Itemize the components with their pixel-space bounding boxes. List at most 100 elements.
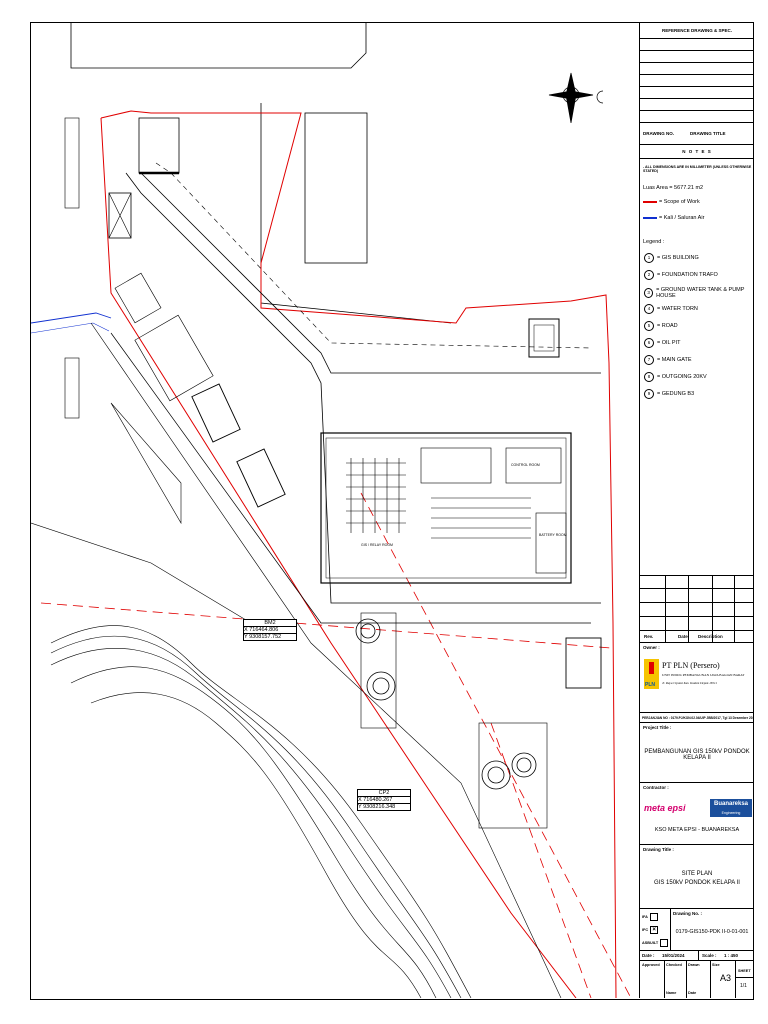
- owner-label: Owner :: [643, 645, 660, 650]
- legend-label: = GIS BUILDING: [657, 255, 699, 261]
- drawing-title-line-1: SITE PLAN: [681, 871, 713, 877]
- legend-number: 2: [644, 270, 654, 280]
- legend-label: = GEDUNG B3: [657, 391, 695, 397]
- legend-item: 4= WATER TORN: [644, 304, 698, 314]
- legend-label: = OIL PIT: [657, 340, 681, 346]
- owner-address: Jl. Raya Ciputat Kav. Kodam Depok 16511: [662, 681, 717, 685]
- title-block: REFERENCE DRAWING & SPEC. DRAWING NO. DR…: [639, 23, 754, 998]
- legend-item: 3= GROUND WATER TANK & PUMP HOUSE: [644, 287, 754, 299]
- legend-number: 6: [644, 338, 654, 348]
- legend-header: Legend :: [643, 239, 665, 245]
- status-checkbox: [649, 913, 658, 921]
- legend-label: = MAIN GATE: [657, 357, 692, 363]
- legend-label: = ROAD: [657, 323, 678, 329]
- scope-legend-label: = Scope of Work: [659, 199, 700, 205]
- control-point-y: 9308216.348: [363, 804, 396, 810]
- legend-item: 9= GEDUNG B3: [644, 389, 694, 399]
- legend-item: 2= FOUNDATION TRAFO: [644, 270, 718, 280]
- date-short-label: Date: [688, 991, 697, 995]
- contractor-label: Contractor :: [643, 785, 669, 790]
- legend-label: = WATER TORN: [657, 306, 698, 312]
- drawing-no-column: DRAWING NO.: [643, 131, 674, 136]
- rev-column-header: Rev.: [644, 634, 654, 639]
- battery-room-label: BATTERY ROOM: [539, 533, 567, 537]
- contract-number: PERJANJIAN NO : 0179.PJ/KON.02.04/UIP JB…: [640, 713, 754, 723]
- consortium-name: KSO META EPSI - BUANAREKSA: [654, 827, 740, 833]
- legend-number: 5: [644, 321, 654, 331]
- drawing-title-column: DRAWING TITLE: [690, 131, 726, 136]
- legend-number: 8: [644, 372, 654, 382]
- site-plan-drawing: [31, 23, 632, 998]
- scale-value: 1 : 450: [724, 953, 739, 958]
- sheet-value: 1/1: [740, 983, 747, 989]
- bench-mark-table: BM2 X 716464.806 Y 9308157.752: [243, 619, 297, 641]
- gis-hall-label: GIS / RELAY ROOM: [361, 543, 393, 547]
- legend-item: 8= OUTGOING 20KV: [644, 372, 707, 382]
- drawn-label: Drawn: [688, 963, 700, 967]
- river-line: [31, 312, 112, 324]
- pln-logo: PLN: [644, 659, 659, 689]
- gis-building: [320, 432, 572, 584]
- north-arrow: [548, 72, 604, 124]
- legend-item: 1= GIS BUILDING: [644, 253, 699, 263]
- drawing-title-line-2: GIS 150kV PONDOK KELAPA II: [654, 880, 740, 886]
- legend-number: 7: [644, 355, 654, 365]
- legend-item: 5= ROAD: [644, 321, 678, 331]
- drawing-title-label: Drawing Title :: [643, 847, 674, 852]
- buanareksa-logo-text: Buanareksa: [713, 801, 749, 807]
- legend-item: 6= OIL PIT: [644, 338, 681, 348]
- project-title: PEMBANGUNAN GIS 150kV PONDOK KELAPA II: [644, 749, 750, 761]
- bench-mark-y: 9308157.752: [249, 634, 282, 640]
- checked-label: Checked: [666, 963, 682, 967]
- owner-name: PT PLN (Persero): [662, 661, 720, 670]
- legend-number: 9: [644, 389, 654, 399]
- control-point-table: CP2 X 716480.267 Y 9308216.348: [357, 789, 411, 811]
- pln-logo-text: PLN: [645, 682, 655, 688]
- control-room-label: CONTROL ROOM: [511, 463, 540, 467]
- status-checkbox: [660, 939, 669, 947]
- status-asbuilt: ASBUILT: [642, 939, 669, 947]
- river-legend: = Kali / Saluran Air: [643, 215, 704, 221]
- approved-label: Approved: [642, 963, 660, 967]
- size-value: A3: [720, 973, 732, 983]
- project-label: Project Title :: [643, 725, 672, 730]
- control-point-name: CP2: [358, 790, 410, 797]
- rev-description-column-header: Description: [698, 634, 723, 639]
- reference-header: REFERENCE DRAWING & SPEC.: [640, 23, 754, 39]
- owner-unit: UNIT INDUK PEMBANGUNAN JAWA BAGIAN BARAT: [662, 673, 745, 677]
- status-code: ASBUILT: [642, 941, 659, 945]
- scope-legend: = Scope of Work: [643, 199, 700, 205]
- status-code: IFC: [642, 928, 649, 932]
- drawing-number: 0179-GIS150-PDK II-0-01-001: [675, 929, 749, 935]
- bench-mark-name: BM2: [244, 620, 296, 627]
- size-label: Size: [712, 963, 720, 967]
- sheet-label: SHEET: [738, 969, 751, 973]
- buanareksa-logo: Buanareksa Engineering: [710, 799, 752, 817]
- control-point-x: 716480.267: [363, 797, 393, 803]
- scope-swatch: [643, 201, 657, 203]
- bench-mark-x: 716464.806: [249, 627, 279, 633]
- date-value: 15/01/2024: [662, 953, 685, 958]
- legend-label: = OUTGOING 20KV: [657, 374, 707, 380]
- status-ifc: IFC×: [642, 926, 659, 934]
- scale-label: Scale :: [702, 953, 717, 958]
- legend-label: = GROUND WATER TANK & PUMP HOUSE: [656, 287, 745, 299]
- river-swatch: [643, 217, 657, 219]
- date-label: Date :: [642, 953, 655, 958]
- drawing-sheet: BM2 X 716464.806 Y 9308157.752 CP2 X 716…: [30, 22, 754, 1000]
- status-ifa: IFA: [642, 913, 658, 921]
- buanareksa-logo-sub: Engineering: [721, 811, 741, 815]
- notes-header: N O T E S: [640, 145, 754, 159]
- legend-item: 7= MAIN GATE: [644, 355, 692, 365]
- legend-number: 3: [644, 288, 654, 298]
- status-code: IFA: [642, 915, 648, 919]
- note-dimensions: - ALL DIMENSIONS ARE IN MILLIMETER (UNLE…: [643, 165, 752, 173]
- legend-number: 4: [644, 304, 654, 314]
- status-checkbox-checked: ×: [650, 926, 659, 934]
- scope-boundary: [100, 110, 617, 998]
- rev-date-column-header: Date: [678, 634, 688, 639]
- name-label: Name: [666, 991, 677, 995]
- legend-label: = FOUNDATION TRAFO: [657, 272, 718, 278]
- legend-number: 1: [644, 253, 654, 263]
- meta-epsi-logo: meta epsi: [644, 803, 686, 813]
